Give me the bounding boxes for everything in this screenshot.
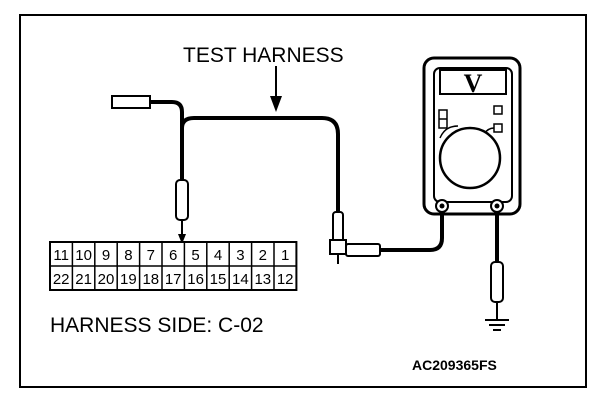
meter-dial xyxy=(438,126,502,190)
test-harness-label: TEST HARNESS xyxy=(183,44,344,67)
connector-pin-7: 7 xyxy=(147,247,155,264)
connector-pin-19: 19 xyxy=(120,271,137,288)
connector-pin-22: 22 xyxy=(53,271,70,288)
connector-pin-14: 14 xyxy=(232,271,249,288)
connector-pin-12: 12 xyxy=(277,271,294,288)
ground-icon xyxy=(485,319,509,331)
connector-pin-2: 2 xyxy=(259,247,267,264)
connector-pin-10: 10 xyxy=(75,247,92,264)
voltmeter: V xyxy=(422,56,522,216)
connector-pin-15: 15 xyxy=(210,271,227,288)
harness-wire-left-branch xyxy=(150,100,184,180)
meter-positive-lead xyxy=(380,206,444,252)
loose-plug-connector xyxy=(111,95,151,109)
harness-side-label: HARNESS SIDE: C-02 xyxy=(50,314,264,337)
connector-pin-11: 11 xyxy=(53,247,69,264)
connector-pin-1: 1 xyxy=(281,247,289,264)
figure-frame xyxy=(19,14,587,388)
ground-probe xyxy=(490,261,504,320)
connector-pin-4: 4 xyxy=(214,247,222,264)
pin-probe xyxy=(175,179,189,244)
harness-wire-main xyxy=(180,116,340,212)
connector-pin-13: 13 xyxy=(254,271,271,288)
connector-pin-17: 17 xyxy=(165,271,182,288)
meter-symbol: V xyxy=(464,69,483,98)
connector-pin-9: 9 xyxy=(102,247,110,264)
connector-pin-18: 18 xyxy=(142,271,159,288)
connector-pin-20: 20 xyxy=(98,271,115,288)
connector-pin-8: 8 xyxy=(124,247,132,264)
figure-code: AC209365FS xyxy=(412,357,497,373)
meter-display xyxy=(439,69,507,95)
meter-button-bottom xyxy=(493,123,503,133)
test-harness-arrow xyxy=(270,66,282,112)
meter-button-top xyxy=(493,105,503,115)
connector-pin-21: 21 xyxy=(75,271,92,288)
connector-pin-5: 5 xyxy=(191,247,199,264)
connector-pin-6: 6 xyxy=(169,247,177,264)
meter-lead-connector xyxy=(329,211,381,264)
connector-pin-16: 16 xyxy=(187,271,204,288)
connector-pin-3: 3 xyxy=(236,247,244,264)
